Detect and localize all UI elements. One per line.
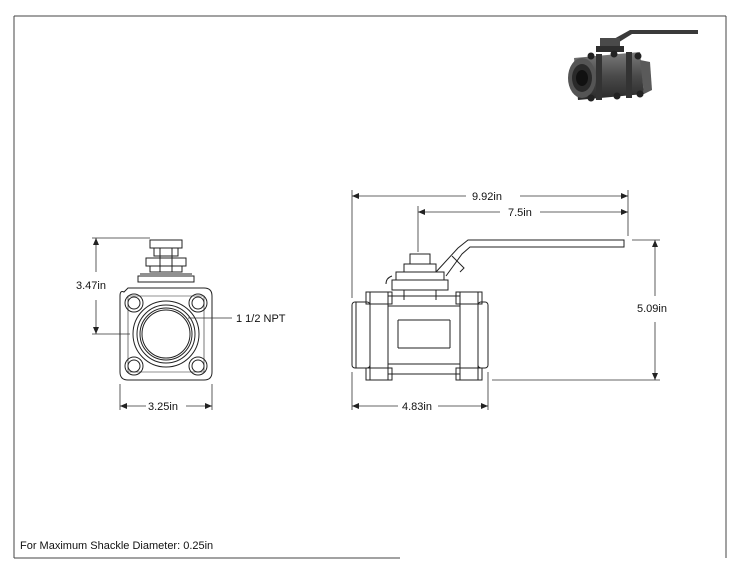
body-length-dimension [351, 372, 489, 410]
sheet-frame [13, 15, 727, 559]
front-height-dimension [92, 237, 150, 335]
overall-height-label: 5.09in [637, 303, 667, 315]
front-width-dimension [119, 384, 213, 410]
front-height-label: 3.47in [76, 280, 106, 292]
handle-length-label: 7.5in [508, 207, 532, 219]
handle-length-dimension [417, 206, 628, 252]
overall-length-label: 9.92in [472, 191, 502, 203]
overall-height-dimension [492, 239, 660, 381]
thread-callout-label: 1 1/2 NPT [236, 313, 286, 325]
overall-length-dimension [351, 190, 629, 298]
side-view [351, 239, 625, 381]
front-width-label: 3.25in [148, 401, 178, 413]
footnote-shackle-diameter: For Maximum Shackle Diameter: 0.25in [20, 540, 214, 552]
front-view [119, 239, 213, 381]
body-length-label: 4.83in [402, 401, 432, 413]
isometric-valve-thumbnail [568, 30, 698, 102]
